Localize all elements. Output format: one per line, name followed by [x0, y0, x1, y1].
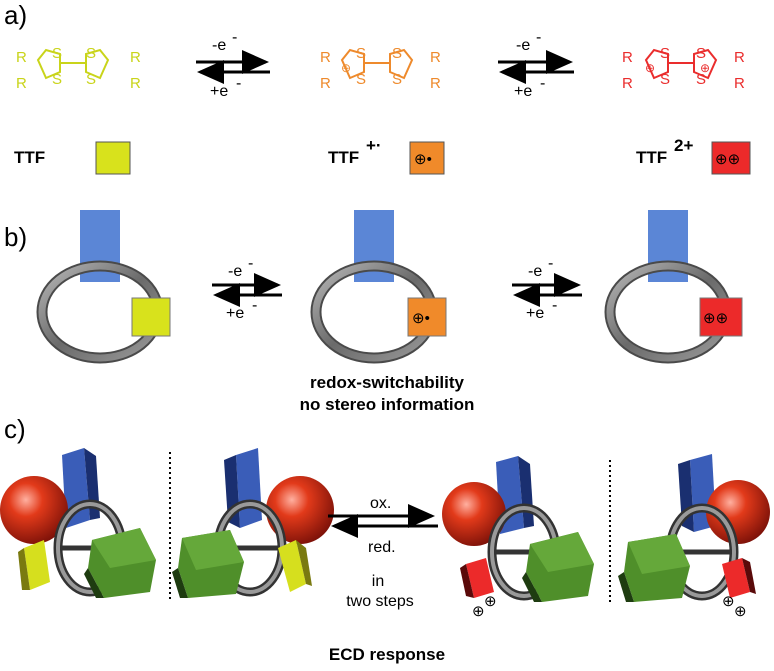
sulfur-label: S: [392, 71, 402, 88]
electron-charge: -: [540, 75, 545, 92]
sulfur-label: S: [356, 71, 366, 88]
dication-cube: [699, 297, 743, 337]
sulfur-label: S: [392, 45, 402, 62]
model-dication-right: ⊕ ⊕: [618, 454, 770, 620]
substituent-label: R: [320, 75, 331, 92]
reduction-label: +e: [210, 83, 228, 100]
electron-charge: -: [252, 297, 257, 314]
ttf-radical-label: TTF: [328, 148, 359, 167]
equilibrium-arrow-a1: -e - +e -: [196, 29, 270, 100]
plus-charge: ⊕: [472, 603, 485, 620]
ttf-neutral-structure: [36, 48, 110, 80]
plus-charge: ⊕: [734, 603, 747, 620]
ttf-radical-atoms: R R S S ⊕ S S R R: [320, 45, 441, 92]
ttf-radical-tag: TTF +·: [328, 136, 382, 167]
equilibrium-arrow-b1: -e - +e -: [212, 255, 282, 322]
reduction-label: +e: [526, 305, 544, 322]
plus-charge: ⊕: [645, 61, 655, 75]
dication-symbol: ⊕⊕: [715, 151, 740, 168]
electron-charge: -: [548, 255, 553, 272]
dication-symbol: ⊕⊕: [703, 310, 728, 327]
sulfur-label: S: [86, 71, 96, 88]
caption-c: ECD response: [329, 645, 445, 664]
radical-cube: [407, 297, 447, 337]
steps-line2: two steps: [346, 593, 414, 610]
substituent-label: R: [130, 49, 141, 66]
substituent-label: R: [622, 49, 633, 66]
ttf-dication-structure: [644, 48, 718, 80]
steps-line1: in: [372, 573, 384, 590]
substituent-label: R: [734, 49, 745, 66]
equilibrium-arrow-a2: -e - +e -: [498, 29, 574, 100]
caption-b-line1: redox-switchability: [310, 373, 465, 392]
oxidation-label: -e: [516, 37, 530, 54]
model-neutral-left: [0, 448, 156, 598]
panel-b-label: b): [4, 222, 27, 252]
substituent-label: R: [622, 75, 633, 92]
sulfur-label: S: [660, 71, 670, 88]
caption-b-line2: no stereo information: [300, 395, 475, 414]
sulfur-label: S: [52, 71, 62, 88]
model-dication-left: ⊕ ⊕: [442, 456, 594, 620]
model-neutral-right: [172, 448, 334, 598]
plus-charge: ⊕: [722, 593, 735, 610]
substituent-label: R: [130, 75, 141, 92]
ttf-neutral-label: TTF: [14, 148, 45, 167]
red-label: red.: [368, 539, 396, 556]
neutral-cube: [131, 297, 171, 337]
radical-symbol: ⊕•: [412, 310, 430, 327]
electron-charge: -: [236, 75, 241, 92]
substituent-label: R: [734, 75, 745, 92]
substituent-label: R: [16, 49, 27, 66]
ttf-dication-charge: 2+: [674, 136, 693, 155]
ttf-dication-atoms: R R S S ⊕ S S ⊕ R R: [622, 45, 745, 92]
sulfur-label: S: [696, 45, 706, 62]
sulfur-label: S: [660, 45, 670, 62]
plus-charge: ⊕: [484, 593, 497, 610]
panel-a-label: a): [4, 0, 27, 30]
equilibrium-arrow-b2: -e - +e -: [512, 255, 582, 322]
ox-label: ox.: [370, 495, 391, 512]
substituent-label: R: [430, 49, 441, 66]
substituent-label: R: [320, 49, 331, 66]
radical-symbol: ⊕•: [414, 151, 432, 168]
ring-dication: ⊕⊕: [604, 210, 743, 364]
ttf-radical-charge: +·: [366, 136, 382, 155]
ttf-dication-cube: [711, 141, 751, 175]
plus-charge: ⊕: [700, 61, 710, 75]
reduction-label: +e: [514, 83, 532, 100]
electron-charge: -: [248, 255, 253, 272]
ring-neutral: [36, 210, 171, 364]
ttf-neutral-cube: [95, 141, 131, 175]
ttf-radical-cube: [409, 141, 445, 175]
substituent-label: R: [430, 75, 441, 92]
oxidation-label: -e: [212, 37, 226, 54]
sulfur-label: S: [356, 45, 366, 62]
oxidation-label: -e: [228, 263, 242, 280]
electron-charge: -: [552, 297, 557, 314]
sulfur-label: S: [696, 71, 706, 88]
electron-charge: -: [536, 29, 541, 46]
ttf-dication-label: TTF: [636, 148, 667, 167]
sulfur-label: S: [52, 45, 62, 62]
substituent-label: R: [16, 75, 27, 92]
electron-charge: -: [232, 29, 237, 46]
plus-charge: ⊕: [341, 61, 351, 75]
ttf-dication-tag: TTF 2+: [636, 136, 693, 167]
ttf-radical-structure: [340, 48, 414, 80]
equilibrium-arrow-c: ox. red. in two steps: [328, 495, 438, 610]
ttf-neutral-atoms: R R S S S S R R: [16, 45, 141, 92]
panel-c-label: c): [4, 414, 26, 444]
sulfur-label: S: [86, 45, 96, 62]
ring-radical: ⊕•: [310, 210, 447, 364]
oxidation-label: -e: [528, 263, 542, 280]
reduction-label: +e: [226, 305, 244, 322]
